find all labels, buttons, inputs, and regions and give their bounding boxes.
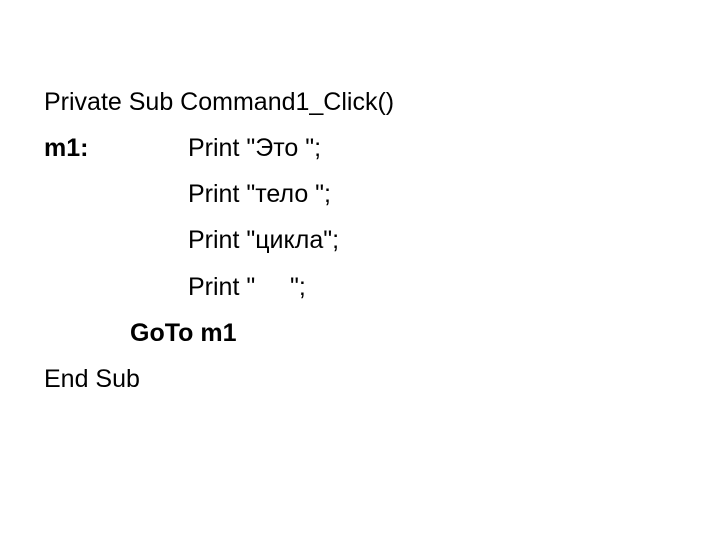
sub-declaration-line: Private Sub Command1_Click(): [44, 88, 395, 116]
print-statement-2: Print "тело ";: [188, 180, 332, 208]
goto-statement: GoTo m1: [130, 319, 237, 347]
end-sub-line: End Sub: [44, 365, 140, 393]
print-statement-3: Print "цикла";: [188, 226, 340, 254]
print-statement-4: Print " ";: [188, 273, 306, 301]
loop-label: m1:: [44, 134, 89, 162]
print-statement-1: Print "Это ";: [188, 134, 322, 162]
